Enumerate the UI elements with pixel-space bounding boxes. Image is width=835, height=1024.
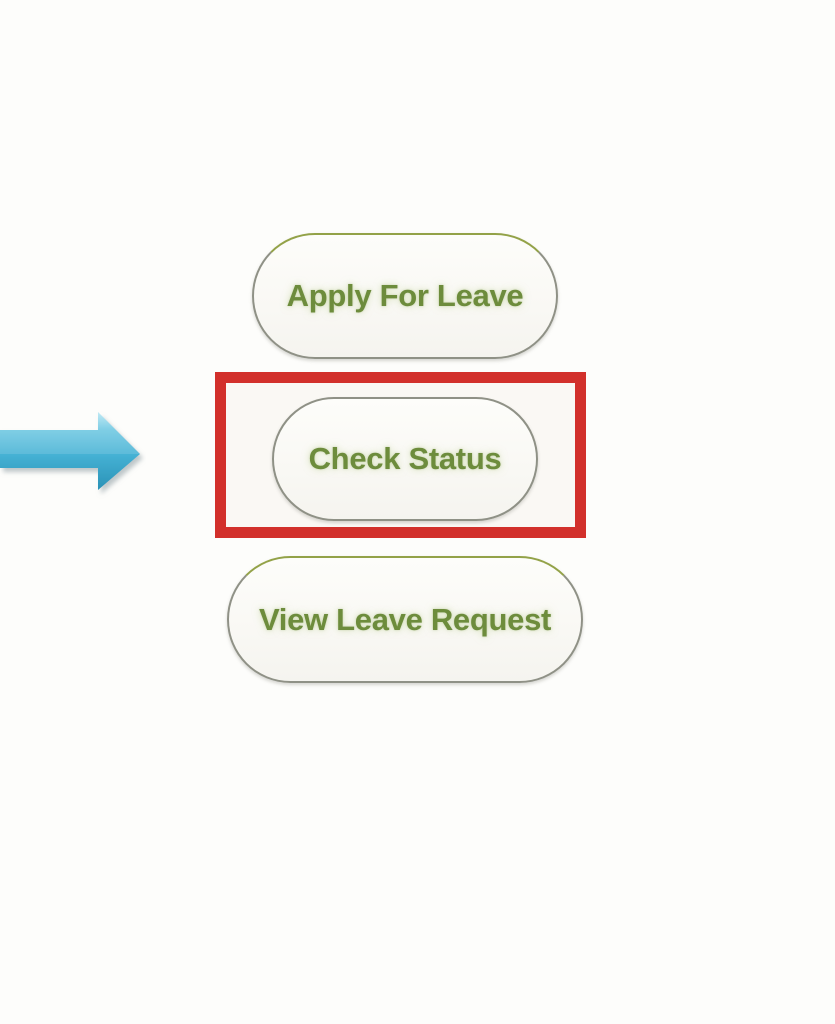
apply-for-leave-button[interactable]: Apply For Leave: [252, 233, 558, 359]
right-arrow-icon: [0, 412, 140, 490]
view-leave-request-button[interactable]: View Leave Request: [227, 556, 583, 683]
check-status-button[interactable]: Check Status: [272, 397, 538, 521]
